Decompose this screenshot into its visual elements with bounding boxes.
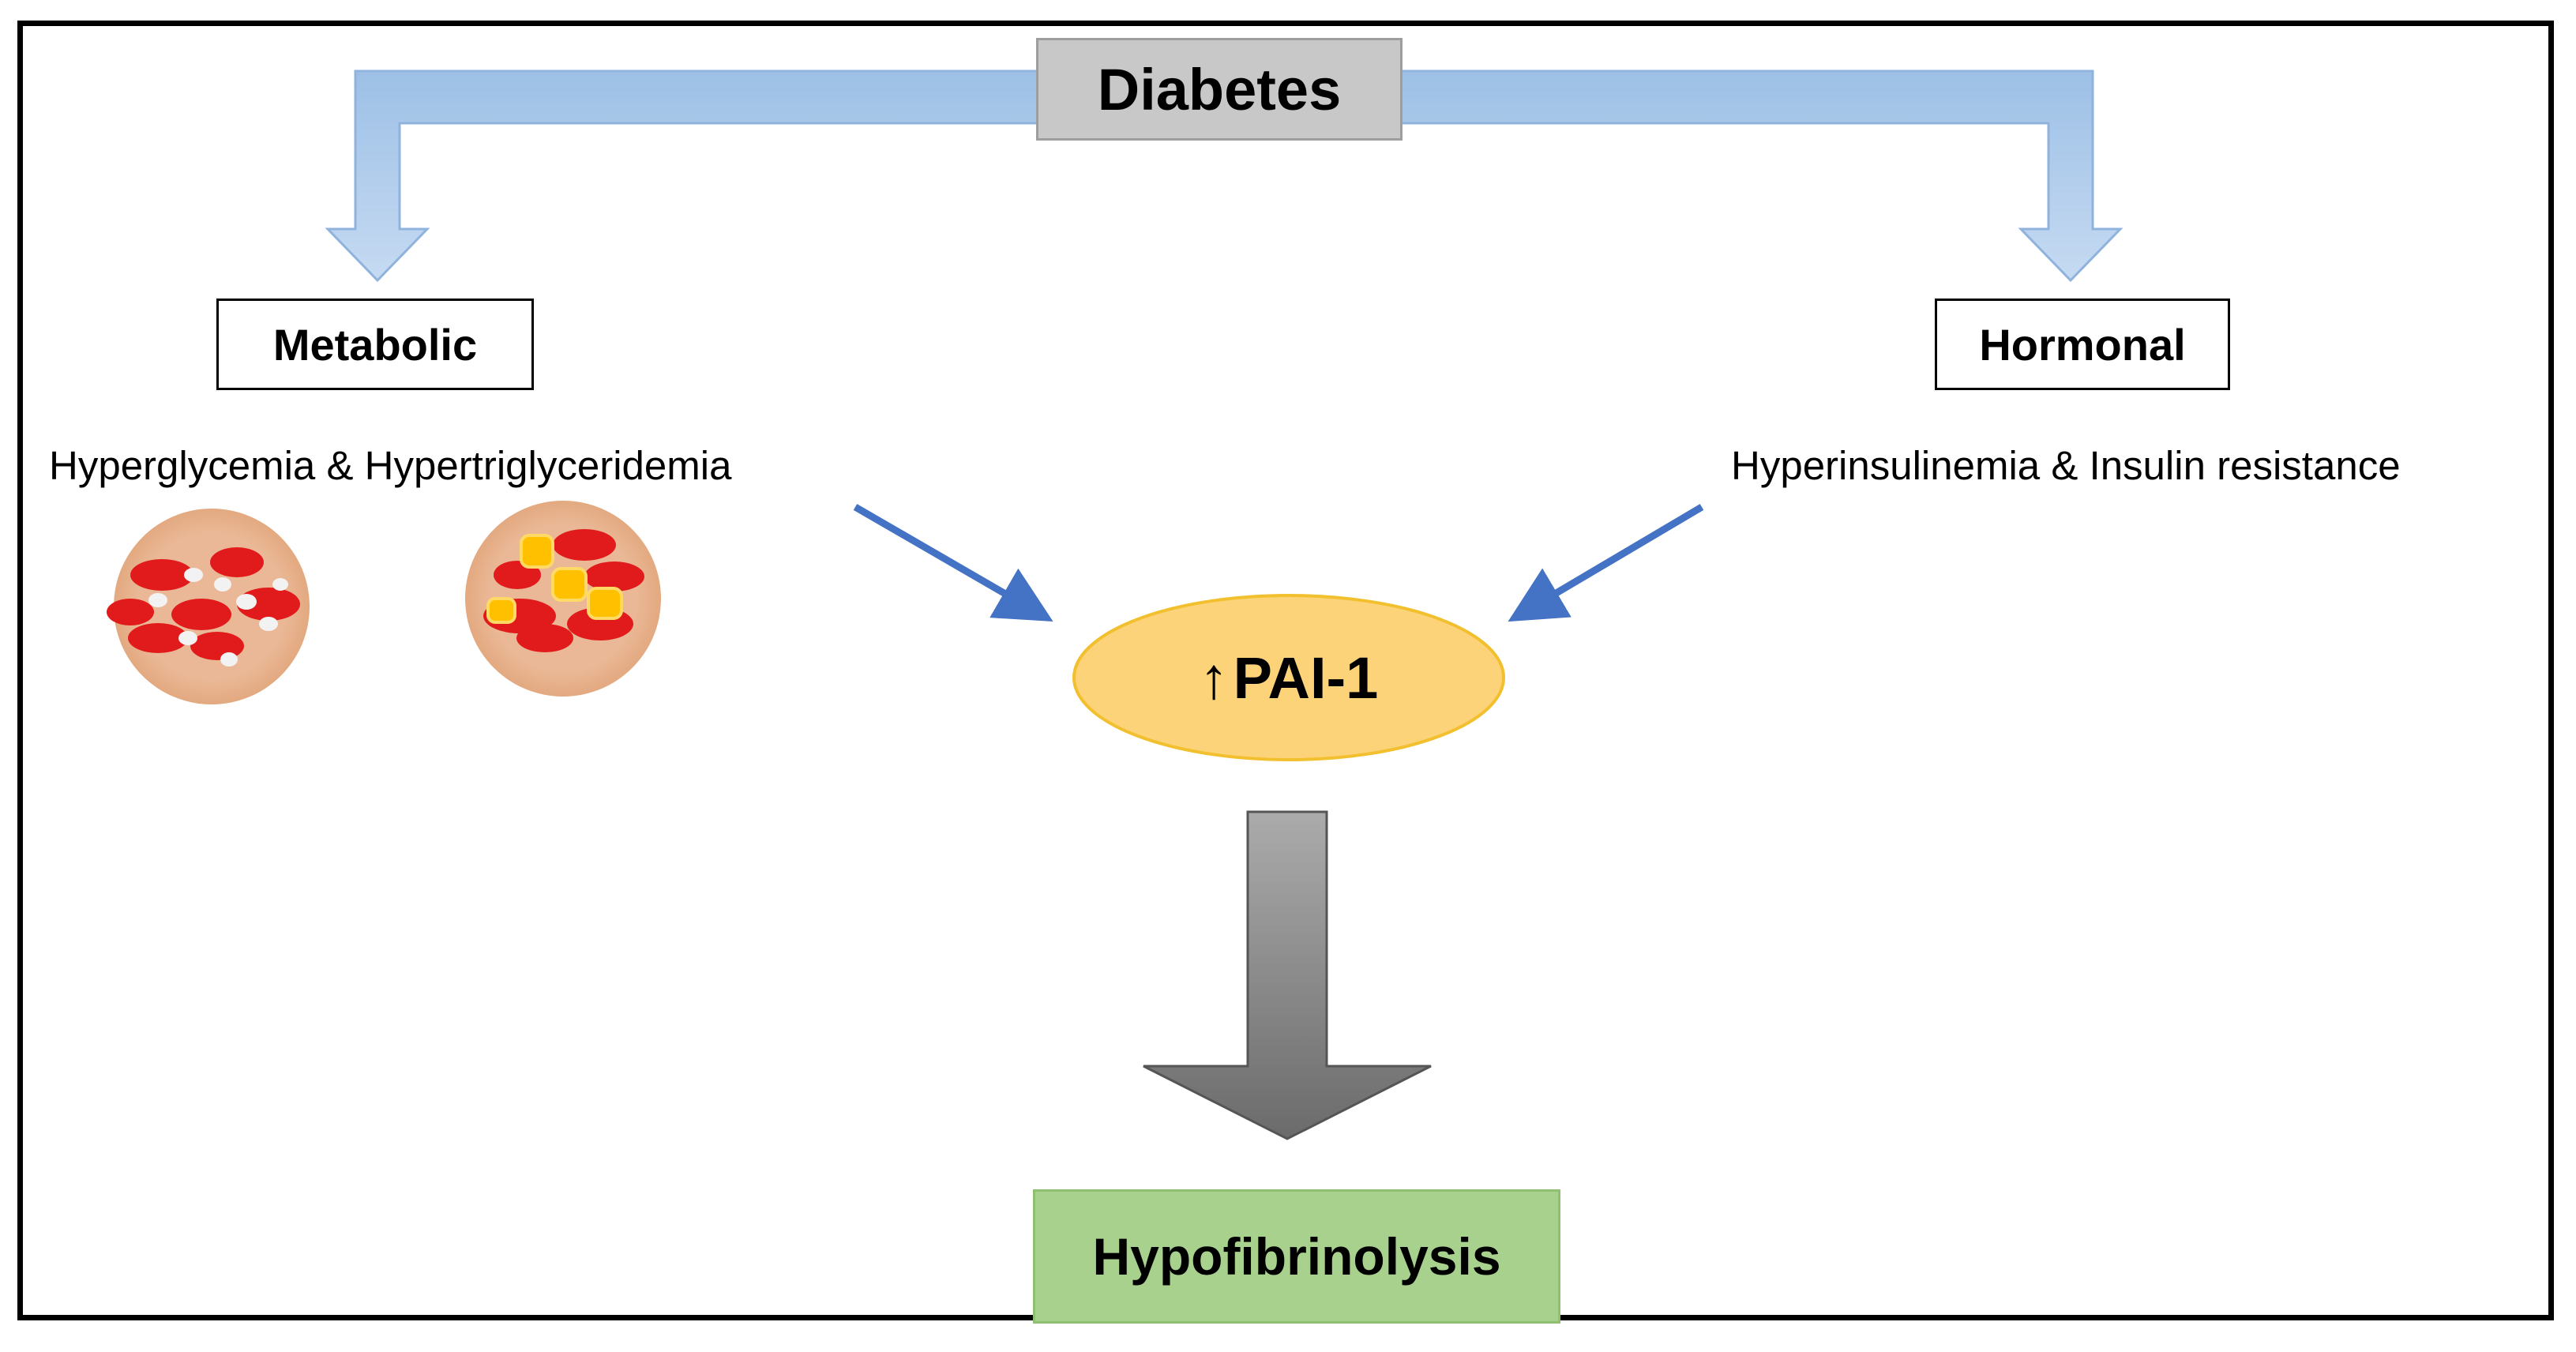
hormonal-caption: Hyperinsulinemia & Insulin resistance (1731, 443, 2401, 488)
hypofibrinolysis-label: Hypofibrinolysis (1092, 1227, 1501, 1286)
metabolic-caption: Hyperglycemia & Hypertriglyceridemia (49, 443, 732, 488)
up-arrow-icon: ↑ (1199, 644, 1229, 711)
glucose-blood-plate-icon (107, 509, 310, 704)
branch-arrow-left (325, 69, 1044, 283)
diabetes-label: Diabetes (1097, 56, 1342, 122)
pai1-ellipse (1072, 594, 1505, 761)
branch-arrow-right (1396, 69, 2124, 283)
down-arrow (1143, 810, 1432, 1140)
diabetes-node: Diabetes (1036, 38, 1403, 141)
hypofibrinolysis-node: Hypofibrinolysis (1033, 1189, 1560, 1324)
pai1-node: ↑ PAI-1 (1074, 624, 1504, 731)
hormonal-label: Hormonal (1979, 319, 2186, 370)
pointer-arrow-left (853, 504, 1053, 622)
metabolic-label: Metabolic (272, 319, 478, 370)
pointer-arrow-right (1508, 504, 1704, 622)
pai1-label: PAI-1 (1233, 644, 1379, 711)
metabolic-node: Metabolic (216, 299, 534, 390)
lipid-blood-plate-icon (465, 501, 661, 697)
hormonal-node: Hormonal (1935, 299, 2230, 390)
